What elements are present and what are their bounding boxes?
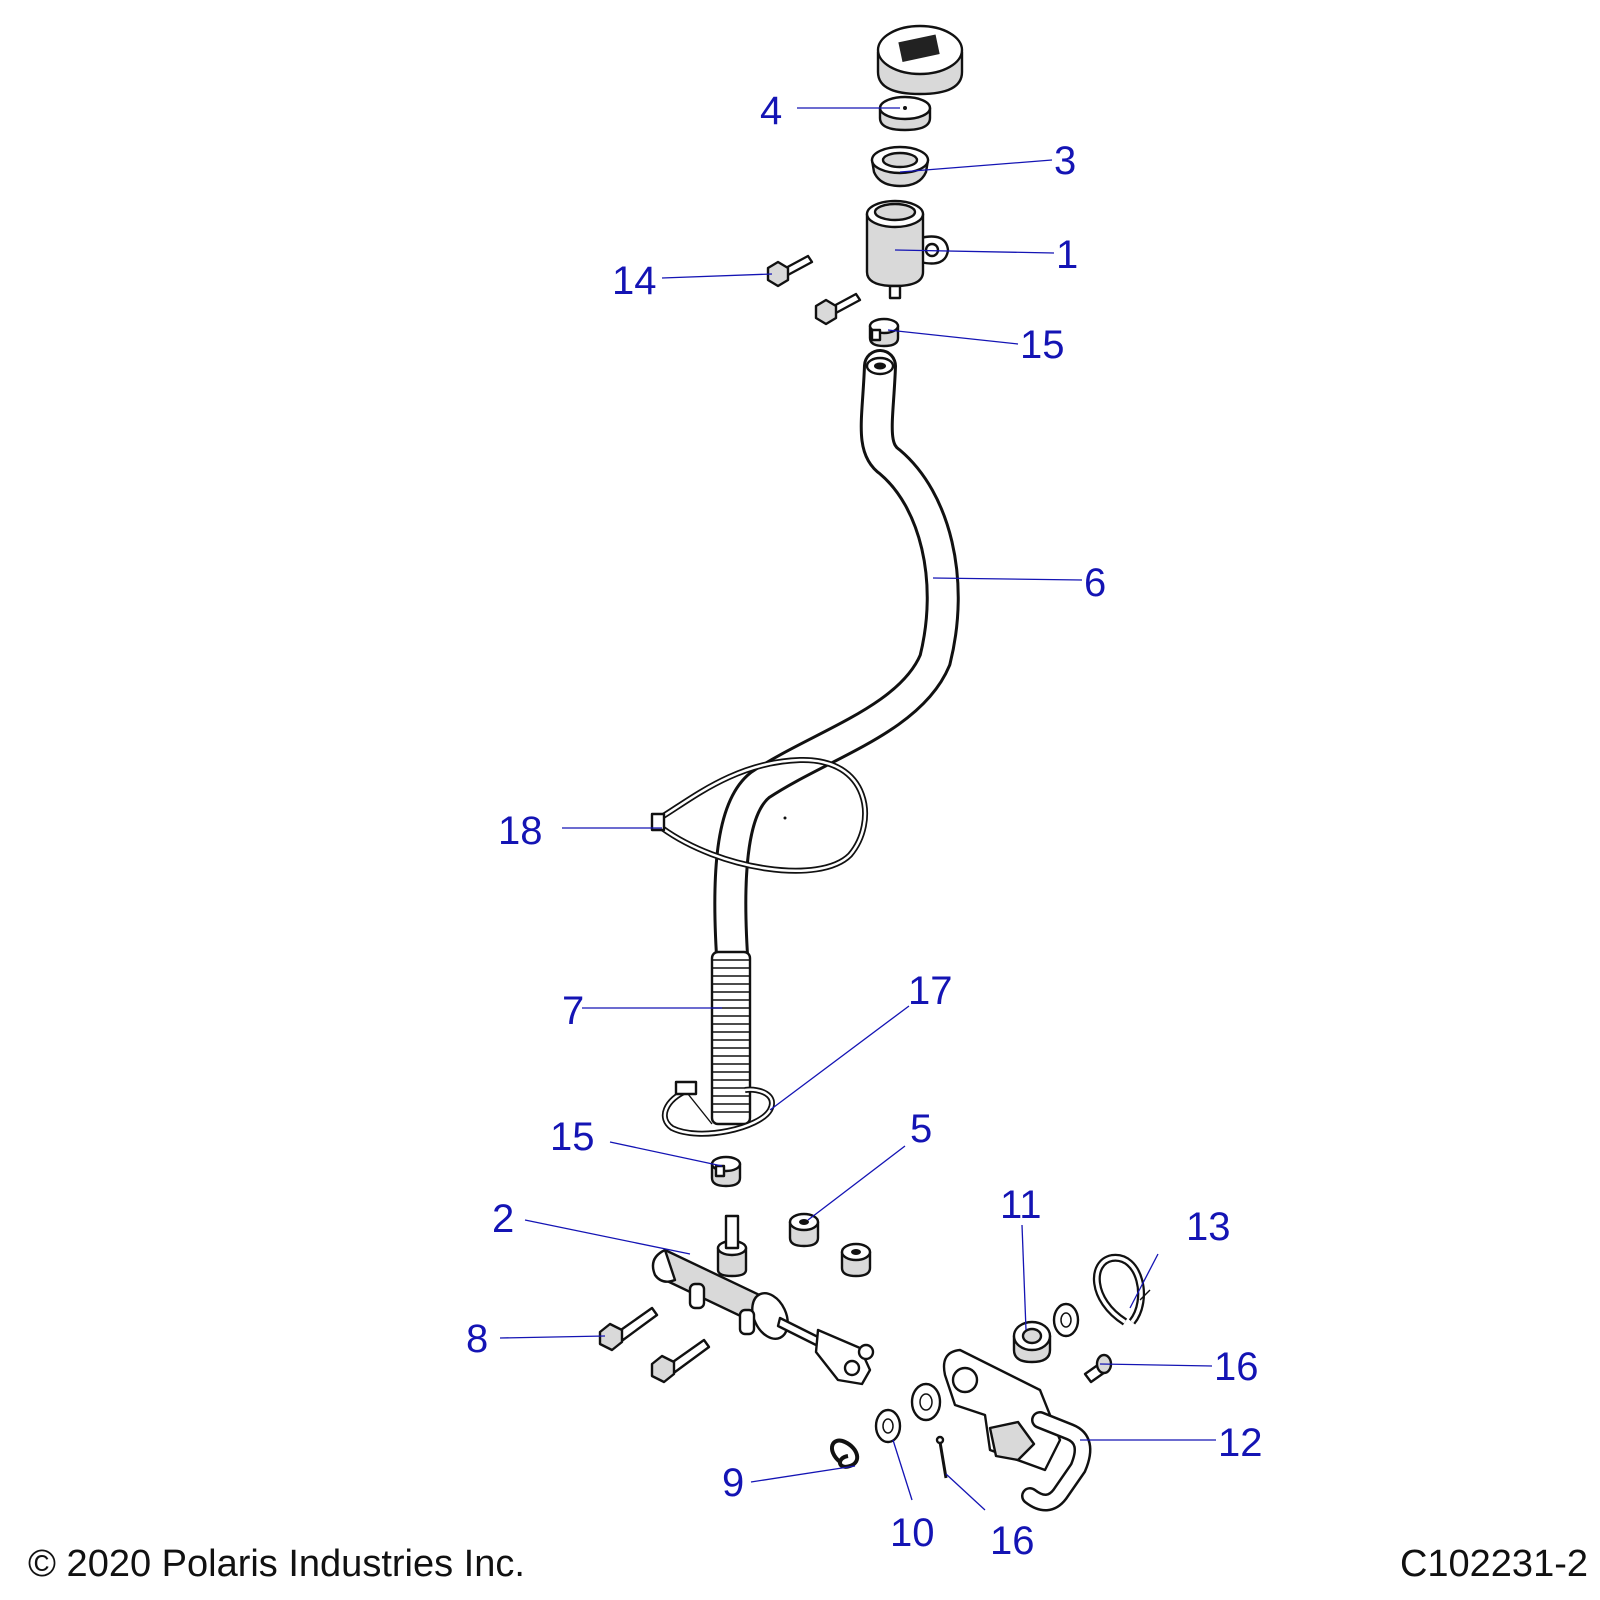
spring-clip: [1092, 1253, 1151, 1326]
callout-15-lower: 15: [550, 1115, 595, 1159]
callout-1: 1: [1056, 233, 1078, 277]
cable-tie: [650, 756, 869, 874]
fluid-reservoir: [865, 199, 950, 300]
reservoir-seal: [870, 145, 930, 188]
diaphragm: [878, 95, 932, 132]
master-cylinder: [651, 1214, 875, 1386]
callout-19: 18: [498, 809, 543, 853]
callout-17: 16: [990, 1519, 1035, 1563]
callout-11: 11: [1000, 1183, 1042, 1227]
callout-13: 13: [1186, 1205, 1231, 1249]
callout-10: 10: [890, 1511, 935, 1555]
washer: [910, 1382, 942, 1422]
bolt: [598, 1306, 659, 1352]
callout-18: 17: [908, 969, 953, 1013]
protective-sleeve: [710, 950, 752, 1126]
callout-12: 12: [1218, 1421, 1263, 1465]
reservoir-cap: [876, 24, 964, 96]
copyright-text: © 2020 Polaris Industries Inc.: [28, 1543, 525, 1585]
hose-clamp: [868, 317, 900, 348]
callout-7: 7: [562, 989, 584, 1033]
washer: [1052, 1302, 1080, 1338]
callout-6: 6: [1084, 561, 1106, 605]
callouts: 4 3 1 14 15 6 18 17 7 15 5 2 11 13 8 16 …: [466, 89, 1263, 1563]
callout-3: 3: [1054, 139, 1076, 183]
callout-5: 5: [910, 1107, 932, 1151]
mounting-screw: [766, 254, 814, 288]
pedal-bracket: [942, 1348, 1092, 1512]
hose-clamp: [710, 1155, 742, 1188]
leader-lines: [499, 107, 1216, 1511]
pivot-bushing: [1012, 1320, 1052, 1364]
callout-9: 9: [722, 1461, 744, 1505]
callout-8: 8: [466, 1317, 488, 1361]
washer: [874, 1408, 902, 1444]
callout-2: 2: [492, 1197, 514, 1241]
callout-14: 14: [612, 259, 657, 303]
callout-15: 15: [1020, 323, 1065, 367]
mounting-screw: [814, 292, 862, 326]
callout-4: 4: [760, 89, 782, 133]
cotter-pin: [935, 1435, 948, 1479]
clevis-pin: [1083, 1353, 1113, 1384]
bushing: [788, 1212, 820, 1248]
callout-16: 16: [1214, 1345, 1259, 1389]
bushing: [840, 1242, 872, 1278]
diagram-id: C102231-2: [1400, 1543, 1588, 1585]
hose: [713, 349, 960, 987]
hitch-pin-clip: [830, 1438, 860, 1469]
bolt: [650, 1338, 711, 1384]
cable-tie: [661, 1080, 775, 1137]
